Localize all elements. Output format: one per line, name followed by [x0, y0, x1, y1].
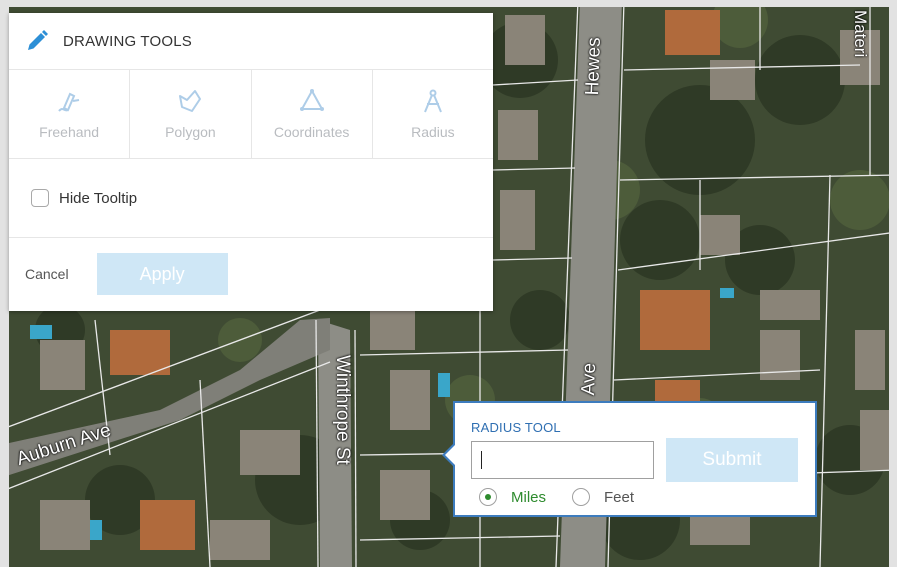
- feet-radio[interactable]: [572, 488, 591, 506]
- tool-radius[interactable]: Radius: [373, 70, 493, 158]
- street-label-materi: Materi: [851, 10, 870, 58]
- tool-radius-label: Radius: [411, 124, 455, 140]
- drawing-tools-panel: DRAWING TOOLS Freehand Polygon Coordinat…: [9, 13, 493, 311]
- drawing-tool-list: Freehand Polygon Coordinates Radius: [9, 70, 493, 159]
- street-label-hewes: Hewes: [582, 36, 606, 96]
- popup-pointer-inner: [445, 445, 455, 465]
- submit-button[interactable]: Submit: [666, 438, 798, 482]
- apply-button[interactable]: Apply: [96, 253, 228, 295]
- freehand-icon: [58, 92, 80, 112]
- coordinates-icon: [299, 89, 324, 111]
- miles-label[interactable]: Miles: [511, 488, 547, 506]
- miles-radio[interactable]: [479, 488, 497, 506]
- drawing-tools-actions: Cancel Apply: [9, 238, 493, 310]
- pencil-icon: [28, 30, 48, 50]
- tool-polygon[interactable]: Polygon: [130, 70, 252, 158]
- tool-coordinates[interactable]: Coordinates: [252, 70, 373, 158]
- feet-label[interactable]: Feet: [604, 488, 635, 506]
- tool-freehand-label: Freehand: [39, 124, 100, 140]
- unit-radio-group: Miles Feet: [479, 488, 634, 506]
- radius-icon: [423, 89, 442, 113]
- radius-tool-title: RADIUS TOOL: [471, 420, 561, 435]
- radius-tool-popup: RADIUS TOOL Submit Miles Feet: [442, 401, 817, 517]
- map-frame-top: [0, 0, 897, 7]
- drawing-tools-header: DRAWING TOOLS: [9, 13, 493, 70]
- radius-input[interactable]: [471, 441, 654, 479]
- tool-freehand[interactable]: Freehand: [9, 70, 131, 158]
- hide-tooltip-label[interactable]: Hide Tooltip: [59, 189, 138, 207]
- map-frame-right: [889, 0, 897, 567]
- polygon-icon: [179, 90, 202, 112]
- cancel-button[interactable]: Cancel: [25, 266, 69, 282]
- hide-tooltip-row: Hide Tooltip: [9, 159, 493, 238]
- text-caret: [481, 451, 482, 469]
- street-label-ave: Ave: [578, 362, 601, 396]
- drawing-tools-title: DRAWING TOOLS: [63, 32, 193, 50]
- tool-coordinates-label: Coordinates: [273, 124, 350, 140]
- map-frame-left: [0, 0, 9, 567]
- tool-polygon-label: Polygon: [165, 124, 216, 140]
- hide-tooltip-checkbox[interactable]: [31, 189, 49, 207]
- street-label-winthrope-st: Winthrope St: [332, 355, 353, 465]
